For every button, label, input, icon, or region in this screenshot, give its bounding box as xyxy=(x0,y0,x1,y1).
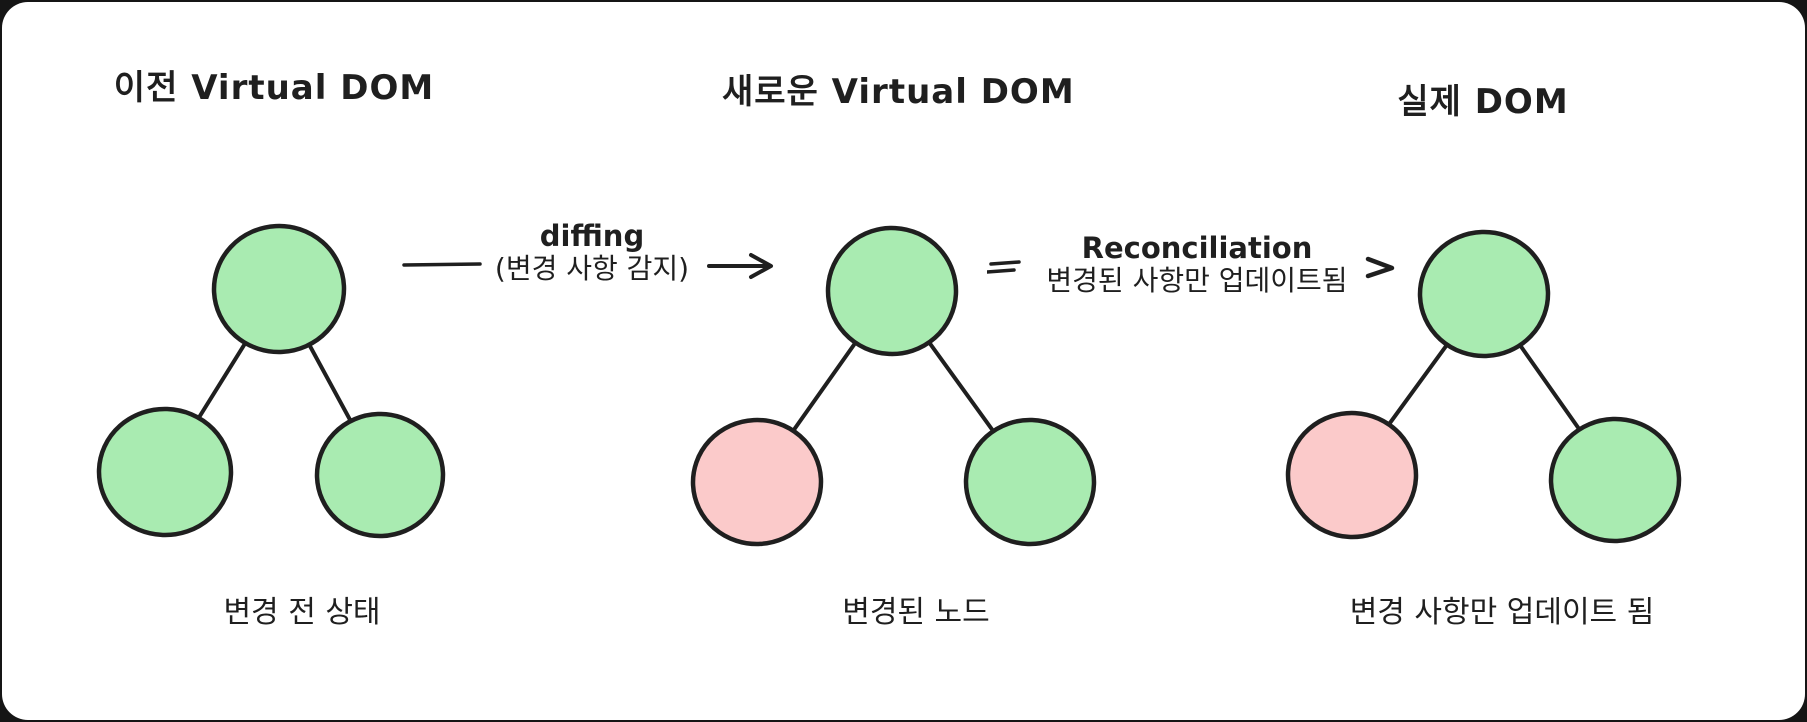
tree-node-root xyxy=(211,223,347,355)
reconciliation-arrow-head xyxy=(1365,256,1395,279)
caption-new-vdom: 변경된 노드 xyxy=(842,595,990,630)
diffing-label: diffing (변경 사항 감지) xyxy=(472,220,712,285)
tree-real-dom xyxy=(1285,229,1682,544)
tree-node-right xyxy=(963,417,1097,547)
arrow-tail-dash xyxy=(989,260,1021,266)
tree-previous-vdom xyxy=(96,223,446,539)
tree-node-root xyxy=(825,225,959,357)
caption-previous-vdom: 변경 전 상태 xyxy=(223,595,381,630)
tree-node-left-changed xyxy=(690,417,824,547)
reconciliation-arrow-tail xyxy=(987,260,1021,274)
arrow-head xyxy=(1365,256,1395,279)
tree-node-right xyxy=(314,411,446,539)
arrow-tail-dash xyxy=(987,268,1016,274)
diffing-label-main: diffing xyxy=(539,219,645,253)
diffing-arrow xyxy=(402,253,773,279)
panel-title-new-vdom: 새로운 Virtual DOM xyxy=(722,72,1075,112)
tree-node-right xyxy=(1548,416,1682,544)
tree-node-left xyxy=(96,406,234,538)
tree-node-left-changed xyxy=(1285,410,1419,540)
reconciliation-label: Reconciliation 변경된 사항만 업데이트됨 xyxy=(1022,232,1372,297)
panel-title-previous-vdom: 이전 Virtual DOM xyxy=(113,68,435,108)
arrow-head xyxy=(749,253,773,279)
tree-new-vdom xyxy=(690,225,1097,547)
reconciliation-label-main: Reconciliation xyxy=(1081,231,1313,265)
reconciliation-label-sub: 변경된 사항만 업데이트됨 xyxy=(1046,264,1348,297)
diffing-label-sub: (변경 사항 감지) xyxy=(494,252,690,285)
tree-node-root xyxy=(1417,229,1551,359)
panel-title-real-dom: 실제 DOM xyxy=(1397,82,1569,122)
arrow-tail-line xyxy=(402,262,482,267)
caption-real-dom: 변경 사항만 업데이트 됨 xyxy=(1349,595,1655,630)
